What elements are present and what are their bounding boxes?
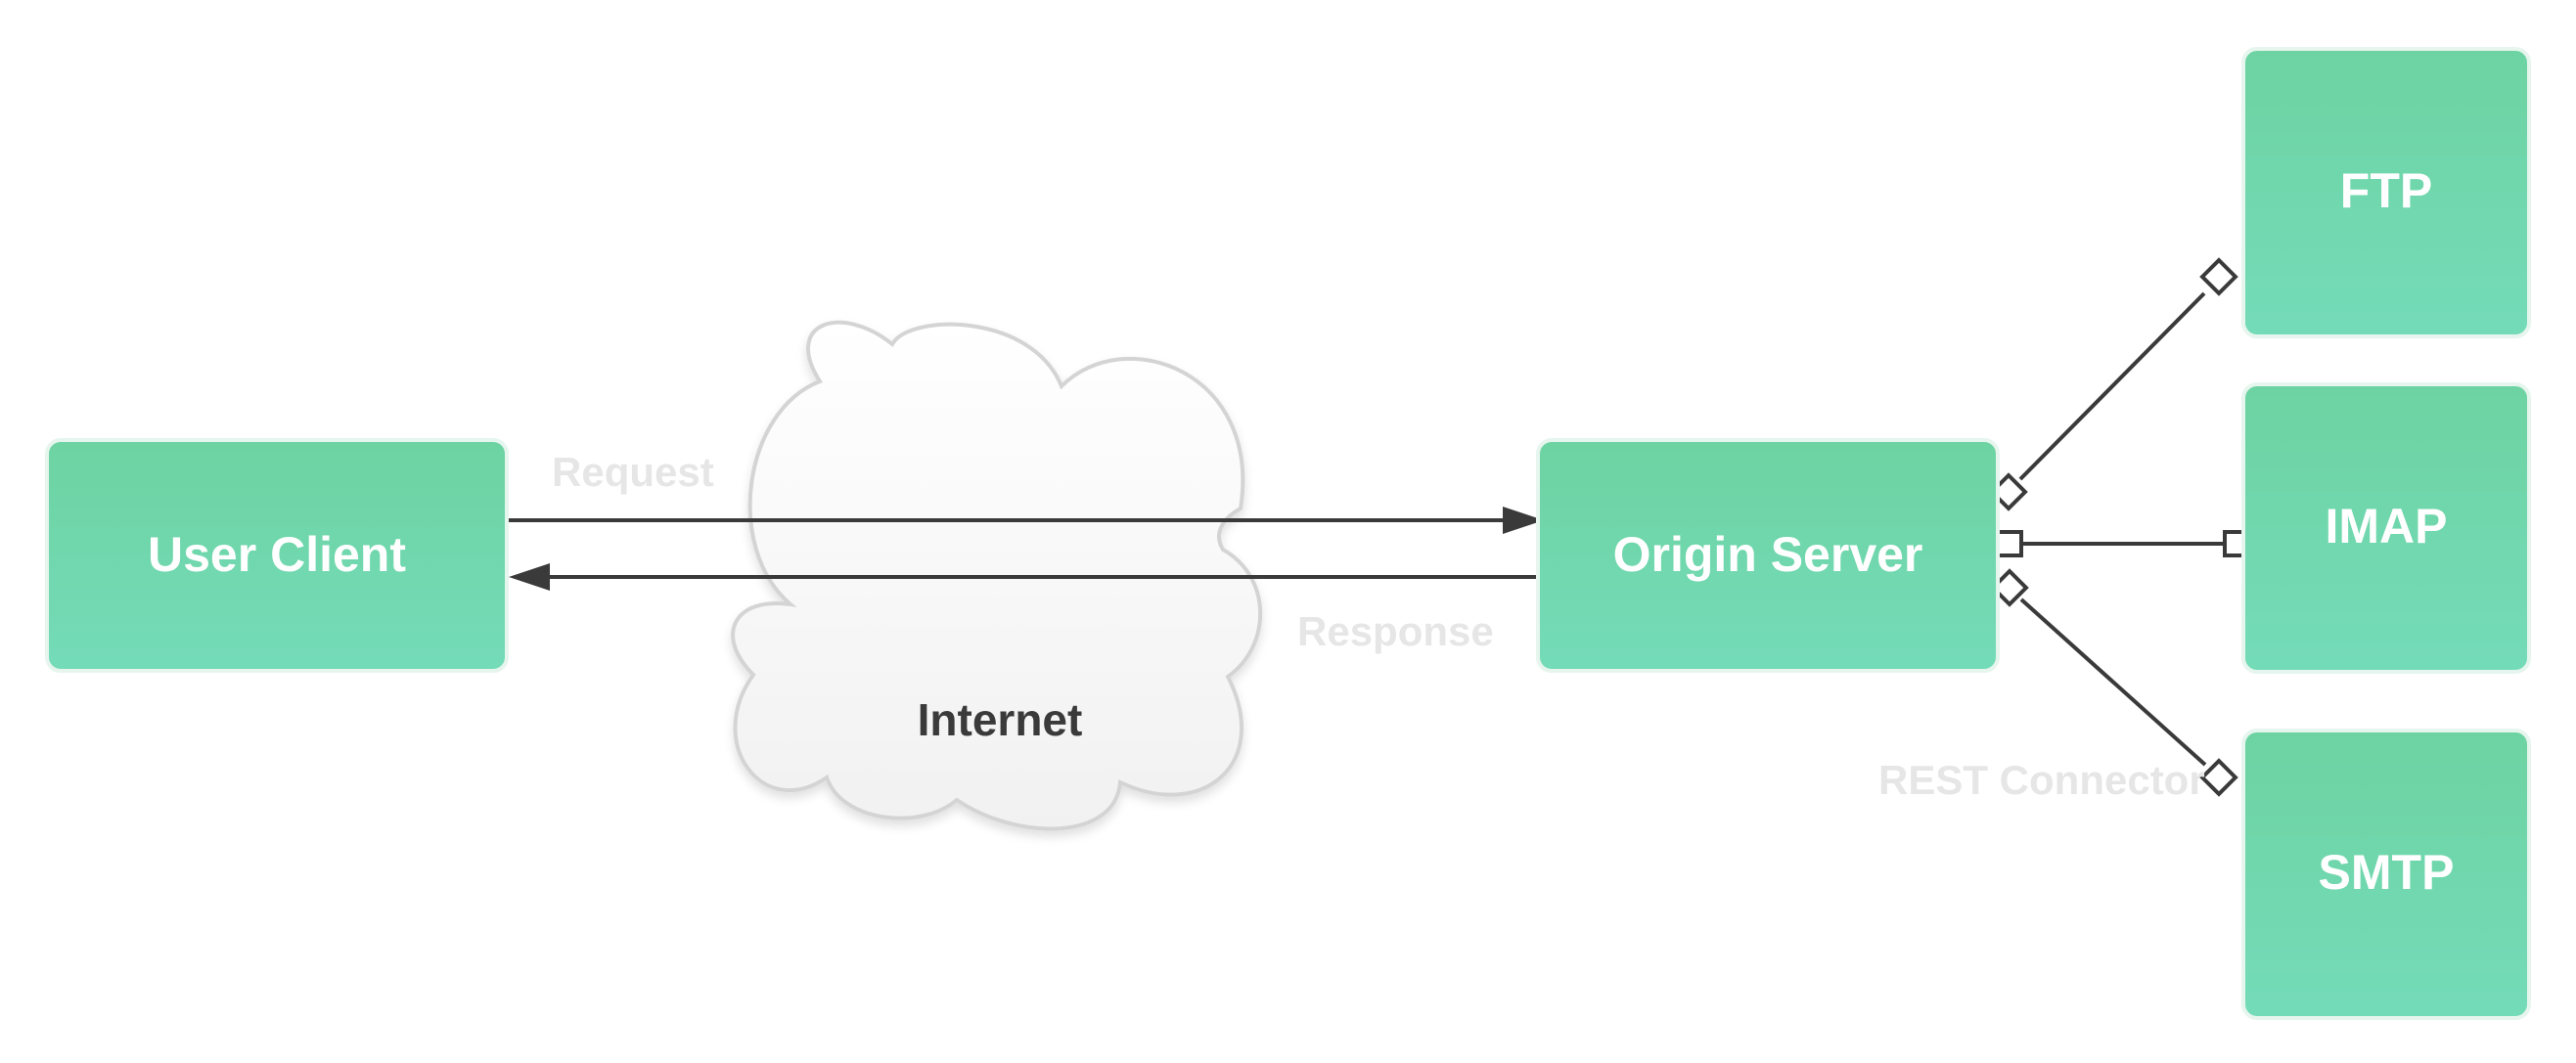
smtp-label: SMTP bbox=[2319, 845, 2455, 900]
ftp-connector-diamond-end bbox=[2199, 257, 2238, 296]
origin-server-label: Origin Server bbox=[1613, 527, 1923, 582]
response-arrowhead bbox=[509, 563, 550, 591]
user-client-label: User Client bbox=[148, 527, 406, 582]
imap-connector-square-start bbox=[1996, 530, 2023, 557]
smtp-connector-diamond-end bbox=[2199, 758, 2238, 797]
user-client-node[interactable]: User Client bbox=[45, 438, 509, 673]
ftp-connector-line bbox=[2018, 291, 2206, 481]
ftp-label: FTP bbox=[2340, 163, 2432, 218]
rest-connector-label: REST Connector bbox=[1878, 757, 2205, 803]
request-edge: Request bbox=[509, 449, 1544, 534]
ftp-connector bbox=[1989, 257, 2238, 511]
cloud-label: Internet bbox=[918, 694, 1083, 745]
response-edge: Response bbox=[509, 563, 1538, 654]
imap-label: IMAP bbox=[2326, 499, 2448, 554]
imap-node[interactable]: IMAP bbox=[2241, 382, 2531, 674]
ftp-connector-diamond-start bbox=[1989, 472, 2028, 511]
request-arrowhead bbox=[1503, 507, 1544, 534]
imap-box[interactable] bbox=[2241, 382, 2531, 674]
smtp-node[interactable]: SMTP bbox=[2241, 729, 2531, 1020]
origin-server-box[interactable] bbox=[1536, 438, 2000, 673]
user-client-box[interactable] bbox=[45, 438, 509, 673]
request-label: Request bbox=[552, 449, 714, 495]
ftp-box[interactable] bbox=[2241, 47, 2531, 338]
response-label: Response bbox=[1297, 608, 1494, 654]
origin-server-node[interactable]: Origin Server bbox=[1536, 438, 2000, 673]
imap-connector bbox=[1996, 530, 2250, 557]
smtp-connector-line bbox=[2019, 598, 2207, 767]
smtp-box[interactable] bbox=[2241, 729, 2531, 1020]
smtp-connector-diamond-start bbox=[1990, 568, 2029, 607]
ftp-node[interactable]: FTP bbox=[2241, 47, 2531, 338]
smtp-connector: REST Connector bbox=[1878, 568, 2238, 803]
